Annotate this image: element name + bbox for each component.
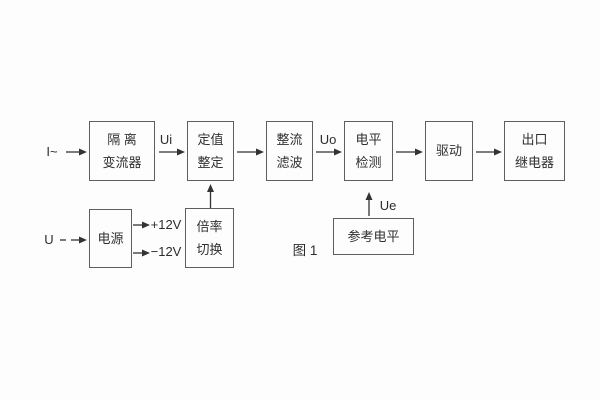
block-power-supply: 电源 (89, 209, 132, 268)
flow-arrow-setting-to-rectifier (237, 148, 264, 156)
block-isolation-converter: 隔 离 变流器 (89, 121, 155, 181)
arrow-power-minus12v (133, 249, 150, 257)
block-ratio-switch: 倍率 切换 (185, 208, 234, 268)
block-label-line: 继电器 (514, 154, 554, 170)
arrow-reference-ue (365, 192, 373, 216)
block-label-line: 参考电平 (347, 228, 400, 244)
label-input-current: I~ (46, 144, 58, 159)
flow-arrow-level-to-drive (396, 148, 423, 156)
label-input-voltage: U (44, 232, 54, 247)
block-label-line: 驱动 (435, 143, 462, 158)
label-signal-uo: Uo (319, 132, 337, 147)
block-label-line: 整定 (197, 154, 224, 170)
block-label-line: 隔 离 (107, 131, 137, 147)
block-label-line: 整流 (276, 131, 303, 147)
flow-arrow-rectifier-to-level (316, 148, 342, 156)
label-minus-12v: −12V (150, 244, 182, 259)
flow-arrow-input-voltage (60, 236, 87, 244)
block-label-line: 滤波 (276, 154, 303, 170)
block-reference-level: 参考电平 (333, 218, 414, 255)
label-plus-12v: +12V (150, 217, 182, 232)
block-rectifier-filter: 整流 滤波 (266, 121, 313, 181)
block-label-line: 倍率 (196, 218, 223, 234)
flow-arrow-isolation-to-setting (159, 148, 185, 156)
block-drive: 驱动 (425, 121, 473, 181)
block-label-line: 变流器 (102, 154, 142, 170)
block-label-line: 电源 (97, 230, 124, 246)
block-label-line: 切换 (196, 241, 223, 257)
label-signal-ue: Ue (379, 198, 397, 213)
label-signal-ui: Ui (159, 132, 173, 147)
flow-arrow-drive-to-relay (476, 148, 502, 156)
block-setting-adjustment: 定值 整定 (187, 121, 234, 181)
flow-arrow-input-current (66, 148, 87, 156)
block-label-line: 电平 (355, 131, 382, 147)
block-level-detection: 电平 检测 (344, 121, 393, 181)
block-label-line: 出口 (521, 131, 548, 147)
arrow-ratio-to-setting (207, 184, 214, 208)
arrow-power-plus12v (133, 221, 150, 229)
block-label-line: 检测 (355, 154, 382, 170)
block-output-relay: 出口 继电器 (504, 121, 565, 181)
block-label-line: 定值 (197, 131, 224, 147)
figure-caption: 图 1 (292, 243, 318, 258)
